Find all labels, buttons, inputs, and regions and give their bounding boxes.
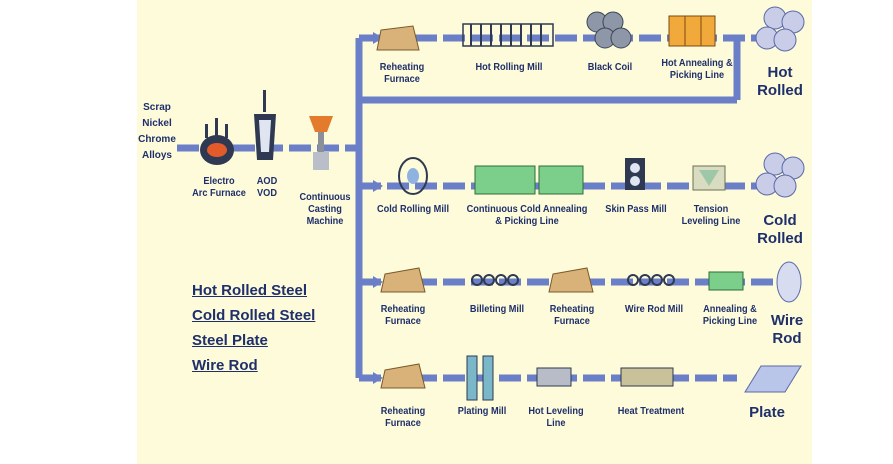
continuous-cold-annealing-icon (474, 165, 584, 195)
cold-step-label: Skin Pass Mill (605, 204, 667, 215)
cold-rolled-output: Cold Rolled (757, 212, 803, 247)
reheating-furnace-icon (376, 25, 420, 51)
plate-step-label: Reheating Furnace (380, 406, 426, 429)
hot-step-label: Reheating Furnace (379, 62, 425, 85)
wire-step-label: Reheating Furnace (380, 304, 426, 327)
hot-leveling-line-icon (536, 367, 572, 387)
legend-item: Hot Rolled Steel (192, 282, 308, 299)
cold-rolling-mill-icon (398, 157, 428, 195)
tension-leveling-line-icon (692, 165, 726, 191)
plate-step-label: Hot Leveling Line (528, 406, 584, 429)
wire-step-label: Reheating Furnace (549, 304, 595, 327)
wire-rod-output: Wire Rod (770, 312, 804, 347)
annealing-picking-line-icon (708, 271, 744, 291)
input-label: Alloys (141, 150, 172, 161)
hot-step-label: Hot Annealing & Picking Line (661, 58, 733, 81)
black-coil-icon (586, 11, 632, 49)
ccm-label: Continuous Casting Machine (299, 192, 351, 227)
reheating-furnace-icon (380, 267, 426, 293)
raw-material-inputs: Scrap Nickel Chrome Alloys (137, 100, 177, 164)
hot-rolling-mill-icon (462, 23, 554, 47)
wire-rod-coil-icon (776, 261, 802, 303)
input-label: Scrap (143, 102, 171, 113)
cold-step-label: Tension Leveling Line (681, 204, 741, 227)
cold-step-label: Cold Rolling Mill (376, 204, 450, 215)
flow-lines (177, 6, 805, 401)
legend-item: Cold Rolled Steel (192, 307, 316, 324)
cold-rolled-coil-icon (755, 152, 805, 198)
hot-step-label: Hot Rolling Mill (475, 62, 543, 73)
hot-rolled-output: Hot Rolled (757, 64, 803, 99)
hot-step-label: Black Coil (587, 62, 633, 73)
hot-annealing-picking-line-icon (668, 15, 716, 47)
eaf-label: Electro Arc Furnace (192, 176, 246, 199)
heat-treatment-icon (620, 367, 674, 387)
aod-label: AOD VOD (256, 176, 278, 199)
plating-mill-icon (466, 355, 494, 401)
plate-step-label: Heat Treatment (617, 406, 685, 417)
aod-vod-icon (254, 90, 276, 160)
input-label: Chrome (138, 134, 176, 145)
hot-rolled-coil-icon (755, 6, 805, 52)
input-label: Nickel (142, 118, 172, 129)
wire-step-label: Annealing & Picking Line (702, 304, 758, 327)
wire-step-label: Wire Rod Mill (624, 304, 684, 315)
billeting-mill-icon (471, 274, 519, 286)
cold-step-label: Continuous Cold Annealing & Picking Line (466, 204, 588, 227)
process-diagram: Scrap Nickel Chrome Alloys Electro Arc F… (137, 0, 812, 464)
legend-item: Steel Plate (192, 332, 268, 349)
legend-item: Wire Rod (192, 357, 258, 374)
plate-output: Plate (749, 404, 785, 421)
plate-icon (744, 365, 802, 393)
wire-rod-mill-icon (627, 274, 675, 286)
plate-step-label: Plating Mill (457, 406, 507, 417)
wire-step-label: Billeting Mill (469, 304, 525, 315)
reheating-furnace-icon (380, 363, 426, 389)
skin-pass-mill-icon (625, 158, 645, 190)
reheating-furnace-icon (548, 267, 594, 293)
continuous-casting-machine-icon (309, 116, 333, 170)
electro-arc-furnace-icon (200, 118, 234, 165)
